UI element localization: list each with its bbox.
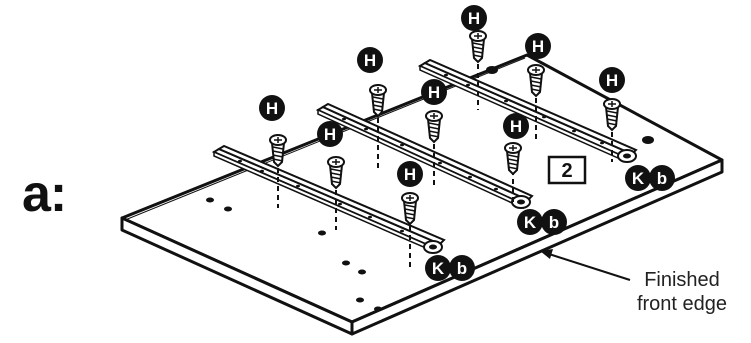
- screw-label-badge: H: [259, 95, 285, 121]
- screw: [327, 156, 345, 190]
- svg-text:K: K: [524, 213, 537, 232]
- screw-badges: H H H H H H H H H: [259, 5, 625, 187]
- hinge-rail-1: [211, 144, 446, 254]
- board-holes: [206, 66, 654, 312]
- svg-text:H: H: [428, 83, 440, 102]
- caption-line-2: front edge: [636, 293, 728, 315]
- screws: [269, 30, 621, 226]
- screw-guide-lines: [277, 64, 613, 268]
- svg-text:H: H: [532, 37, 544, 56]
- front-edge-leader: [540, 249, 631, 281]
- screw: [527, 64, 545, 98]
- step-label: a:: [22, 165, 67, 223]
- hinge-rail-2: [315, 102, 534, 210]
- screw-label-badge: H: [503, 113, 529, 139]
- screw: [369, 84, 387, 118]
- svg-text:b: b: [549, 213, 559, 232]
- hinge-label-k-badge: K: [425, 255, 451, 281]
- hinge-label-k-badge: K: [625, 165, 651, 191]
- screw-label-badge: H: [525, 33, 551, 59]
- svg-text:b: b: [657, 169, 667, 188]
- svg-text:K: K: [632, 169, 645, 188]
- hinge-label-b-badge: b: [449, 255, 475, 281]
- screw-label-badge: H: [357, 47, 383, 73]
- screw-label-badge: H: [421, 79, 447, 105]
- screw: [504, 142, 522, 176]
- screw: [401, 192, 419, 226]
- svg-text:H: H: [468, 9, 480, 28]
- callout-number: 2: [561, 160, 572, 182]
- screw-label-badge: H: [461, 5, 487, 31]
- screw-label-badge: H: [599, 67, 625, 93]
- hinge-label-b-badge: b: [541, 209, 567, 235]
- callout-box: 2: [547, 155, 587, 185]
- svg-text:H: H: [510, 117, 522, 136]
- hinge-label-b-badge: b: [649, 165, 675, 191]
- screw: [425, 110, 443, 144]
- svg-text:H: H: [606, 71, 618, 90]
- caption-line-1: Finished: [644, 269, 720, 291]
- front-edge-caption: Finished front edge: [612, 268, 751, 316]
- svg-text:H: H: [266, 99, 278, 118]
- svg-text:b: b: [457, 259, 467, 278]
- screw-label-badge: H: [397, 161, 423, 187]
- svg-text:H: H: [364, 51, 376, 70]
- screw-label-badge: H: [317, 121, 343, 147]
- screw: [469, 30, 487, 64]
- hinge-label-k-badge: K: [517, 209, 543, 235]
- svg-text:H: H: [404, 165, 416, 184]
- screw: [603, 98, 621, 132]
- svg-text:K: K: [432, 259, 445, 278]
- screw: [269, 134, 287, 168]
- svg-text:H: H: [324, 125, 336, 144]
